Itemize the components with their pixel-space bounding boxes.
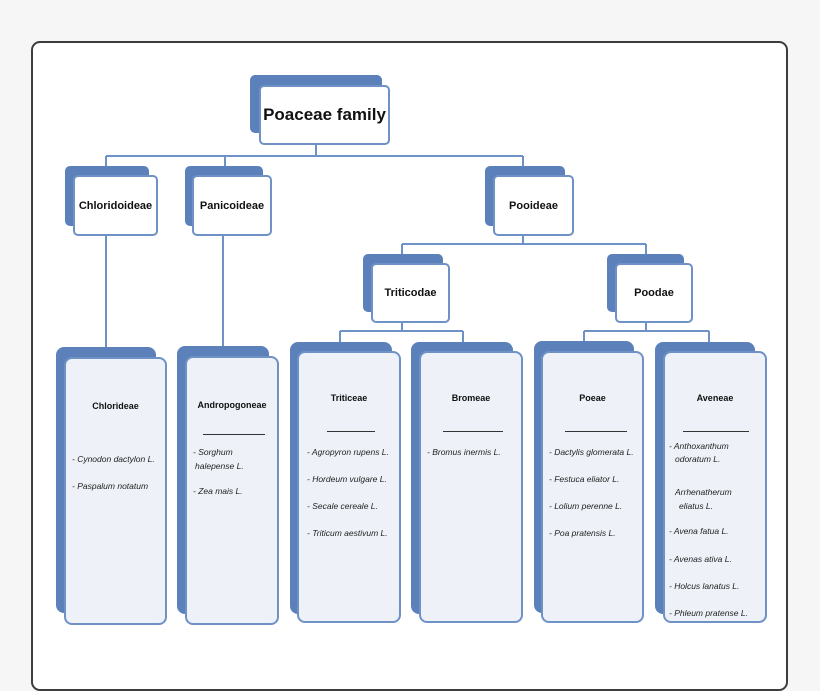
species-item: - Hordeum vulgare L. <box>307 474 387 484</box>
panicoideae-label: Panicoideae <box>192 175 272 236</box>
species-item: - Sorghum <box>193 447 233 457</box>
species-item: - Paspalum notatum <box>72 481 149 491</box>
species-item: - Dactylis glomerata L. <box>549 447 634 457</box>
species-item: eliatus L. <box>679 501 714 511</box>
species-item: Arrhenatherum <box>675 487 732 497</box>
species-item: - Zea mais L. <box>193 486 243 496</box>
chloridoideae-label: Chloridoideae <box>73 175 158 236</box>
poodae-label: Poodae <box>615 263 693 323</box>
andropogoneae-title: Andropogoneae <box>197 400 267 410</box>
title-rule <box>327 431 375 432</box>
species-item: - Holcus lanatus L. <box>669 581 740 591</box>
bromeae-title: Bromeae <box>451 393 491 403</box>
species-item: - Avena fatua L. <box>669 526 729 536</box>
species-item: - Poa pratensis L. <box>549 528 616 538</box>
species-item: - Triticum aestivum L. <box>307 528 388 538</box>
title-rule <box>683 431 749 432</box>
poeae-title: Poeae <box>579 393 606 403</box>
species-item: - Cynodon dactylon L. <box>72 454 155 464</box>
root-label: Poaceae family <box>259 85 390 145</box>
aveneae-title: Aveneae <box>696 393 734 403</box>
connector-lines <box>105 145 710 348</box>
triticodae-label: Triticodae <box>371 263 450 323</box>
species-item: - Avenas ativa L. <box>669 554 732 564</box>
species-item: halepense L. <box>195 461 244 471</box>
species-item: - Phleum pratense L. <box>669 608 748 618</box>
species-item: - Secale cereale L. <box>307 501 378 511</box>
title-rule <box>565 431 627 432</box>
chlorideae-title: Chlorideae <box>92 401 139 411</box>
title-rule <box>203 434 265 435</box>
species-item: - Lolium perenne L. <box>549 501 623 511</box>
pooideae-label: Pooideae <box>493 175 574 236</box>
title-rule <box>443 431 503 432</box>
triticeae-title: Triticeae <box>330 393 368 403</box>
species-item: - Agropyron rupens L. <box>307 447 389 457</box>
species-item: odoratum L. <box>675 454 721 464</box>
species-item: - Anthoxanthum <box>669 441 729 451</box>
species-item: - Bromus inermis L. <box>427 447 501 457</box>
species-item: - Festuca eliator L. <box>549 474 620 484</box>
